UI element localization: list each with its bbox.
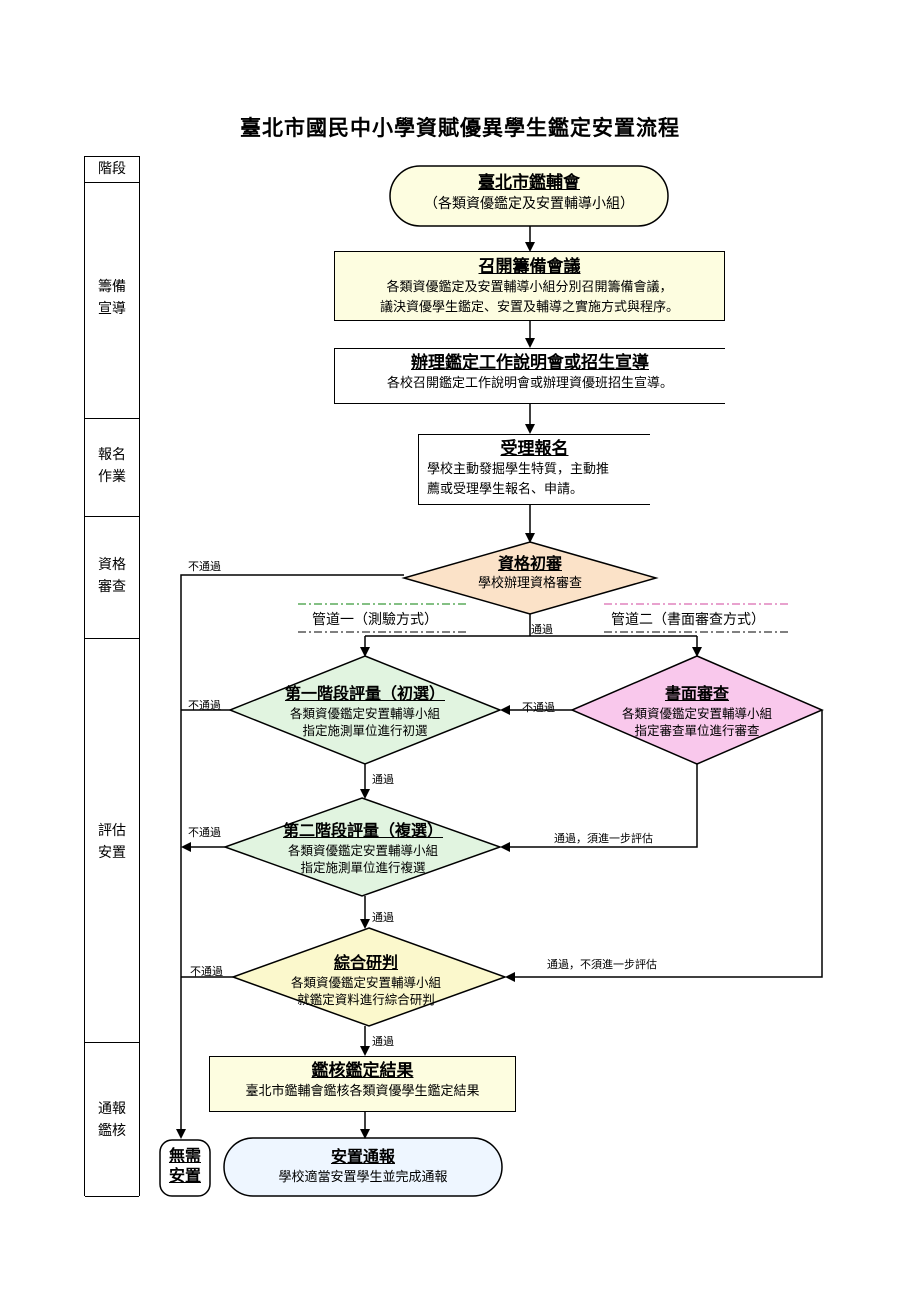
stage-register: 報名作業 bbox=[98, 447, 126, 485]
notify-node: 安置通報 學校適當安置學生並完成通報 bbox=[278, 1147, 448, 1185]
judge-diamond bbox=[230, 927, 508, 1027]
qualify-node: 資格初審 學校辦理資格審查 bbox=[477, 554, 582, 591]
stage-prep: 籌備宣導 bbox=[98, 279, 126, 317]
no-place-terminal bbox=[159, 1139, 211, 1197]
stage2-node: 第二階段評量（複選） 各類資優鑑定安置輔導小組 指定施測單位進行複選 bbox=[282, 821, 443, 875]
channel-one-label: 管道一（測驗方式） bbox=[312, 612, 438, 628]
channel-two-label: 管道二（書面審查方式） bbox=[611, 612, 765, 628]
edge-label-fail: 不通過 bbox=[188, 699, 221, 712]
result-box: 鑑核鑑定結果 臺北市鑑輔會鑑核各類資優學生鑑定結果 bbox=[209, 1056, 516, 1112]
edge-label-pass-more: 通過，須進一步評估 bbox=[554, 832, 653, 845]
stage-evaluate: 評估安置 bbox=[98, 823, 126, 861]
briefing-box: 辦理鑑定工作說明會或招生宣導 各校召開鑑定工作說明會或辦理資優班招生宣導。 bbox=[334, 348, 725, 404]
register-box: 受理報名 學校主動發掘學生特質，主動推 薦或受理學生報名、申請。 bbox=[418, 434, 650, 505]
paper-node: 書面審查 各類資優鑑定安置輔導小組 指定審查單位進行審查 bbox=[622, 684, 773, 738]
stage1-node: 第一階段評量（初選） 各類資優鑑定安置輔導小組 指定施測單位進行初選 bbox=[284, 684, 445, 738]
edge-label-fail: 不通過 bbox=[188, 826, 221, 839]
stage-header: 階段 bbox=[98, 161, 126, 177]
edge-label-fail: 不通過 bbox=[522, 701, 555, 714]
stage-notify: 通報鑑核 bbox=[98, 1101, 126, 1139]
edge-label-pass-no-more: 通過，不須進一步評估 bbox=[547, 958, 657, 971]
stage2-diamond bbox=[222, 797, 503, 897]
edge-label-pass: 通過 bbox=[372, 1035, 394, 1048]
start-terminal bbox=[389, 165, 669, 227]
stage-column: 階段 籌備宣導 報名作業 資格審查 評估安置 通報鑑核 bbox=[84, 156, 140, 1197]
judge-node: 綜合研判 各類資優鑑定安置輔導小組 就鑑定資料進行綜合研判 bbox=[290, 953, 441, 1007]
edge-label-pass: 通過 bbox=[372, 773, 394, 786]
edge-label-pass: 通過 bbox=[531, 623, 553, 636]
edge-label-fail: 不通過 bbox=[188, 560, 221, 573]
start-node: 臺北市鑑輔會 （各類資優鑑定及安置輔導小組） bbox=[424, 173, 634, 212]
no-place-node: 無需 安置 bbox=[168, 1146, 201, 1185]
page-title: 臺北市國民中小學資賦優異學生鑑定安置流程 bbox=[240, 116, 680, 140]
prep-box: 召開籌備會議 各類資優鑑定及安置輔導小組分別召開籌備會議， 議決資優學生鑑定、安… bbox=[334, 251, 725, 321]
edge-label-pass: 通過 bbox=[372, 911, 394, 924]
edge-label-fail: 不通過 bbox=[190, 965, 223, 978]
stage-qualify: 資格審查 bbox=[98, 557, 126, 595]
